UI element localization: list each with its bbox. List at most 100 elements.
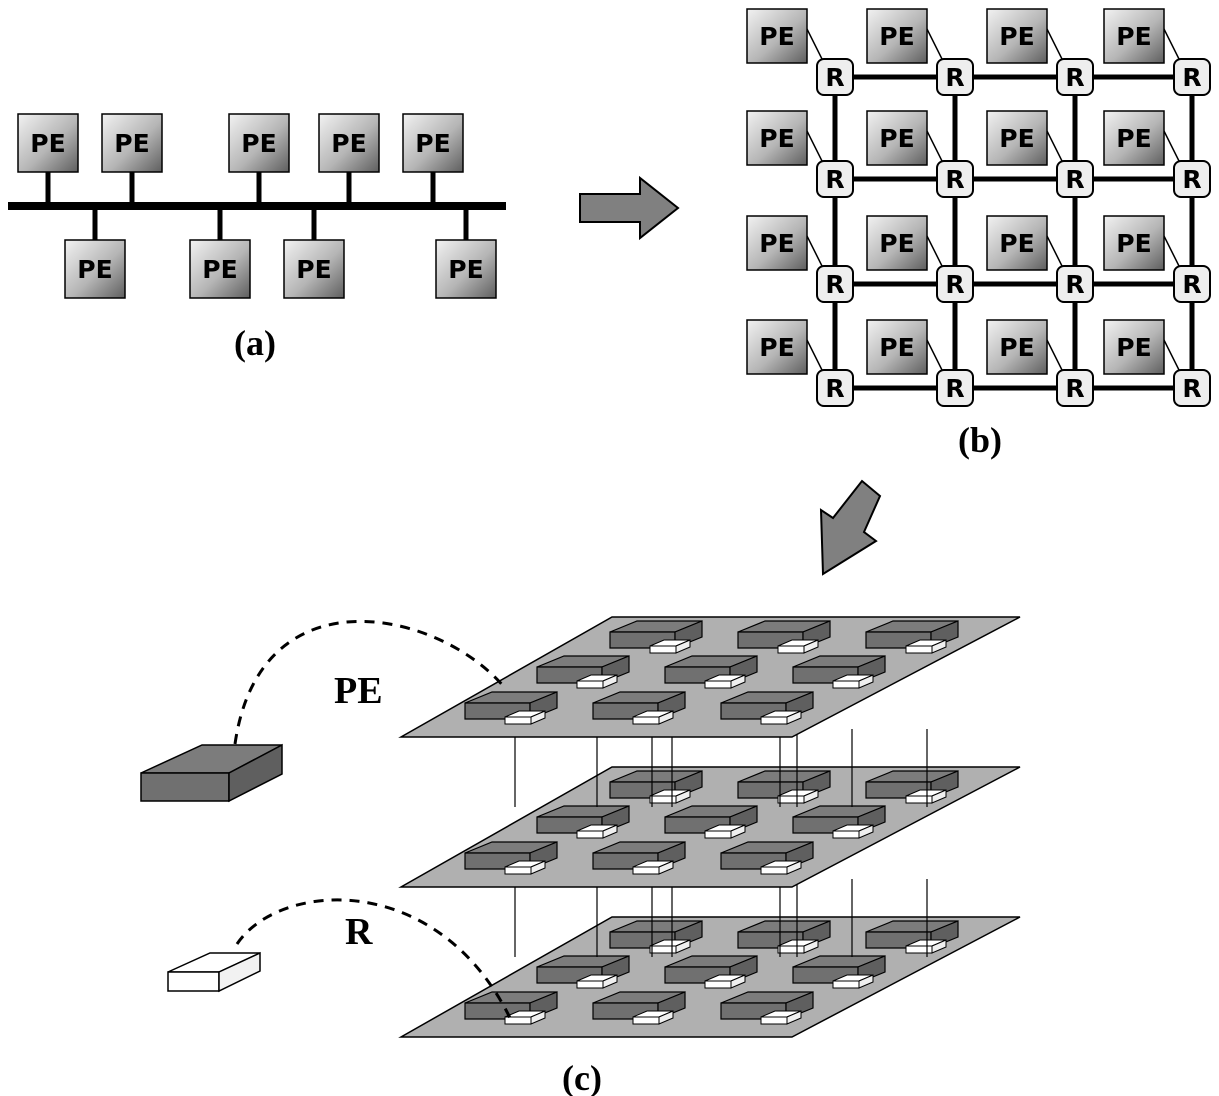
router-block-front [777,645,805,654]
tile [720,841,814,875]
router-box [816,265,854,303]
arrow-right-icon [579,175,680,241]
pe-box [746,110,808,166]
callout-curve-router [235,898,514,1023]
device-layer [398,916,1021,1038]
pe-box [17,113,79,173]
caption-c: (c) [562,1058,602,1096]
pe-node: PE [64,239,126,299]
tile [737,920,831,954]
tile [792,655,886,689]
tile [865,920,959,954]
tile [664,655,758,689]
router-label: R [1182,270,1201,299]
router-label: R [1065,270,1084,299]
router-block-side [602,824,618,839]
router-label: R [1065,374,1084,403]
router-block-front [832,830,860,839]
pe-node: PE [101,113,163,173]
router-block-side [530,1010,546,1025]
router-block-side [803,789,819,804]
pe-node: PE [746,8,808,64]
tile [464,991,558,1025]
mesh-noc: PERPERPERPERPERPERPERPERPERPERPERPERPERP… [746,8,1211,460]
router-node: R [816,369,854,407]
router-block-side [602,974,618,989]
tile [664,955,758,989]
router-block-front [704,980,732,989]
router-label: R [945,63,964,92]
router-block-side [858,974,874,989]
router-box [1056,369,1094,407]
pe-box [1103,110,1165,166]
pe-node: PE [1103,319,1165,375]
device-layer [398,766,1021,888]
router-block-front [905,645,933,654]
router-block-front [760,866,788,875]
router-box [1173,58,1211,96]
pe-node: PE [228,113,290,173]
pe-box [189,239,251,299]
pe-label: PE [759,22,794,51]
router-node: R [1056,160,1094,198]
pe-label: PE [30,129,65,158]
router-label: R [945,374,964,403]
pe-label: PE [1116,229,1151,258]
router-label: R [1065,165,1084,194]
legend-router-block-side [218,951,261,993]
router-block-front [649,645,677,654]
pe-node: PE [746,110,808,166]
router-box [936,160,974,198]
caption-a: (a) [234,323,276,363]
tile [592,991,686,1025]
router-box [1173,160,1211,198]
pe-label: PE [999,22,1034,51]
tile [592,841,686,875]
pe-node: PE [189,239,251,299]
router-block-front [777,945,805,954]
router-label: R [825,63,844,92]
pe-node: PE [17,113,79,173]
router-block-front [632,1016,660,1025]
pe-node: PE [866,215,928,271]
router-block-side [658,1010,674,1025]
tile [536,805,630,839]
pe-node: PE [746,215,808,271]
pe-label: PE [999,124,1034,153]
router-label: R [1065,63,1084,92]
pe-label: PE [759,333,794,362]
pe-box [435,239,497,299]
router-block-front [777,795,805,804]
legend-router-block-front [167,971,220,992]
router-block-side [803,939,819,954]
router-node: R [816,160,854,198]
pe-node: PE [866,110,928,166]
pe-box [228,113,290,173]
pe-node: PE [402,113,464,173]
pe-box [866,319,928,375]
callout-label-pe: PE [334,670,383,712]
arrow-down-left-icon [819,479,882,576]
router-block-side [730,824,746,839]
pe-node: PE [866,8,928,64]
tile [792,805,886,839]
router-block-side [786,860,802,875]
pe-box [746,8,808,64]
legend-pe-block-front [140,772,230,802]
router-block-front [905,795,933,804]
pe-box [101,113,163,173]
router-node: R [1173,369,1211,407]
tile [609,770,703,804]
pe-box [1103,319,1165,375]
pe-label: PE [1116,124,1151,153]
router-box [1056,58,1094,96]
router-node: R [1056,58,1094,96]
pe-box [283,239,345,299]
pe-label: PE [759,229,794,258]
pe-label: PE [999,229,1034,258]
tile [664,805,758,839]
tile [536,655,630,689]
